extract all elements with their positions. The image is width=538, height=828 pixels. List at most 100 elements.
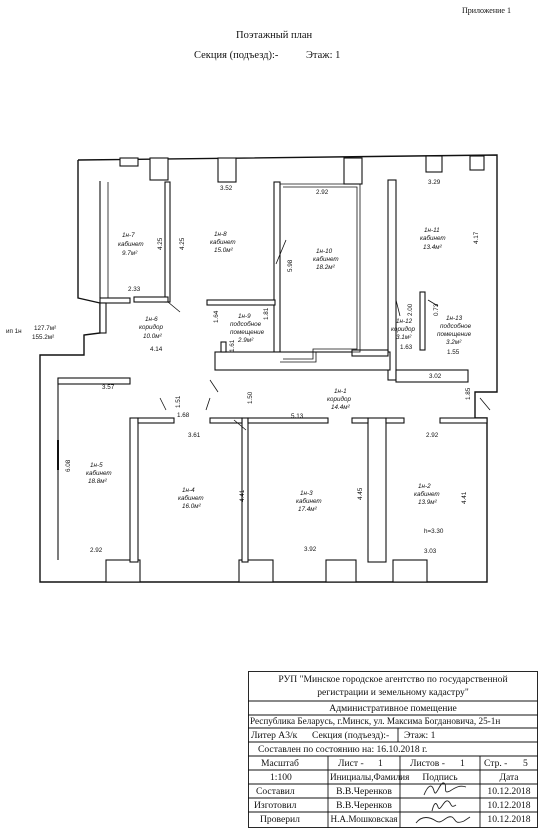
dim-label: 0.73: [433, 303, 440, 316]
dim-label: 4.41: [461, 491, 468, 504]
room-1н-13-area: 3.2м²: [446, 339, 462, 346]
room-1н-7-area: 9.7м²: [122, 250, 138, 257]
org-name-line1: РУП "Минское городское агентство по госу…: [278, 674, 508, 685]
section-label: Секция (подъезд):-: [312, 730, 390, 741]
floor-area-value1: 127.7м²: [34, 325, 56, 332]
dim-label: 3.02: [429, 373, 442, 380]
room-1н-11-area: 13.4м²: [423, 244, 443, 251]
dim-label: 3.03: [424, 548, 437, 555]
dim-label: 1.63: [400, 344, 413, 351]
room-1н-4-name: кабинет: [178, 494, 204, 502]
plan-section: Секция (подъезд):-: [194, 50, 279, 61]
dim-label: 4.25: [157, 237, 164, 250]
dim-label: 1.85: [465, 387, 472, 400]
sheet-value: 1: [378, 758, 383, 769]
date-compiled: 10.12.2018: [487, 786, 531, 797]
name-made: В.В.Черенков: [336, 800, 392, 811]
room-1н-10-area: 18.2м²: [316, 264, 336, 271]
room-1н-4-id: 1н-4: [182, 487, 195, 494]
room-1н-4: 1н-4 кабинет 16.0м²: [178, 487, 204, 510]
room-1н-1: 1н-1 коридор 14.4м²: [327, 388, 351, 411]
dim-label: 1.61: [229, 339, 236, 352]
room-1н-1-name: коридор: [327, 395, 351, 403]
room-1н-13-name2: помещение: [437, 331, 472, 338]
room-1н-13-id: 1н-13: [446, 315, 463, 322]
role-checked: Проверил: [260, 814, 300, 825]
room-1н-3-name: кабинет: [296, 497, 322, 505]
room-1н-11-name: кабинет: [420, 234, 446, 242]
room-1н-8-name: кабинет: [210, 238, 236, 246]
title-block: РУП "Минское городское агентство по госу…: [248, 671, 538, 828]
room-1н-12-name: коридор: [391, 325, 415, 333]
dim-label: 3.61: [188, 432, 201, 439]
dim-label: 2.92: [426, 432, 439, 439]
dim-label: 4.45: [357, 487, 364, 500]
dim-label: 4.25: [179, 237, 186, 250]
room-1н-10-id: 1н-10: [316, 248, 333, 255]
dim-label: 2.33: [128, 286, 141, 293]
room-1н-7: 1н-7 кабинет 9.7м²: [118, 232, 144, 257]
floor-area-value2: 155.2м²: [32, 334, 54, 341]
plan-inner-lines: [57, 182, 491, 470]
appendix-label: Приложение 1: [462, 6, 511, 15]
dim-label: 1.81: [263, 307, 270, 320]
room-1н-2-id: 1н-2: [418, 483, 431, 490]
room-1н-5-id: 1н-5: [90, 462, 103, 469]
dim-label: 1.68: [177, 412, 190, 419]
room-1н-5: 1н-5 кабинет 18.8м²: [86, 462, 112, 485]
name-checked: Н.А.Мошковская: [330, 814, 398, 824]
room-1н-10-name: кабинет: [313, 255, 339, 263]
room-1н-11-id: 1н-11: [424, 227, 440, 234]
dim-label: 3.29: [428, 179, 441, 186]
room-1н-9-area: 2.9м²: [237, 337, 254, 344]
room-1н-9-name2: помещение: [230, 329, 265, 336]
dimension-labels: 3.52 2.92 3.29 4.25 4.25 5.98 4.17 2.33 …: [65, 179, 480, 555]
room-1н-6-name: коридор: [139, 323, 163, 331]
sheets-label: Листов -: [410, 758, 445, 769]
room-1н-7-id: 1н-7: [122, 232, 135, 239]
room-1н-6: 1н-6 коридор 10.0м²: [139, 316, 163, 340]
plan-title: Поэтажный план: [236, 30, 313, 41]
date-made: 10.12.2018: [487, 800, 531, 811]
sheet-label: Лист -: [338, 758, 364, 769]
dim-label: 1.64: [213, 310, 220, 323]
room-1н-9: 1н-9 подсобное помещение 2.9м²: [230, 313, 265, 344]
floor-area-label: ип 1н: [6, 328, 22, 335]
state-date: Составлен по состоянию на: 16.10.2018 г.: [258, 744, 428, 755]
floor-plan: ип 1н 127.7м² 155.2м² 1н-1 коридор 14.4м…: [6, 154, 498, 583]
dim-label: 4.41: [239, 489, 246, 502]
dim-label: 4.14: [150, 346, 163, 353]
scale-label: Масштаб: [261, 758, 299, 769]
dim-label: 3.52: [220, 185, 233, 192]
dim-label: 2.92: [316, 189, 329, 196]
room-1н-11: 1н-11 кабинет 13.4м²: [420, 227, 446, 251]
object-address: Республика Беларусь, г.Минск, ул. Максим…: [250, 716, 501, 726]
room-1н-6-id: 1н-6: [145, 316, 158, 323]
room-1н-10: 1н-10 кабинет 18.2м²: [313, 248, 339, 271]
role-made: Изготовил: [254, 800, 297, 811]
room-1н-8-area: 15.0м²: [214, 247, 234, 254]
plan-walls: [39, 154, 498, 583]
org-name-line2: регистрации и земельному кадастру": [317, 687, 469, 698]
signatures: [415, 782, 471, 824]
room-1н-9-name: подсобное: [230, 320, 262, 328]
col-date-header: Дата: [499, 772, 519, 783]
room-1н-8: 1н-8 кабинет 15.0м²: [210, 231, 236, 254]
dim-label: 1.51: [175, 395, 182, 408]
dim-label: 2.00: [407, 303, 414, 316]
room-1н-9-id: 1н-9: [238, 313, 251, 320]
room-1н-2: 1н-2 кабинет 13.9м²: [414, 483, 440, 506]
dim-label: 3.92: [304, 546, 317, 553]
room-1н-6-area: 10.0м²: [143, 333, 163, 340]
room-1н-12-id: 1н-12: [396, 318, 413, 325]
floor-label: Этаж: 1: [404, 730, 436, 741]
room-1н-8-id: 1н-8: [214, 231, 227, 238]
ceiling-height: h=3.30: [424, 528, 444, 535]
page-label: Стр. -: [484, 758, 508, 769]
page-value: 5: [523, 758, 528, 769]
date-checked: 10.12.2018: [487, 814, 531, 825]
room-1н-5-name: кабинет: [86, 469, 112, 477]
room-1н-2-name: кабинет: [414, 490, 440, 498]
dim-label: 3.57: [102, 384, 115, 391]
room-1н-2-area: 13.9м²: [418, 499, 438, 506]
